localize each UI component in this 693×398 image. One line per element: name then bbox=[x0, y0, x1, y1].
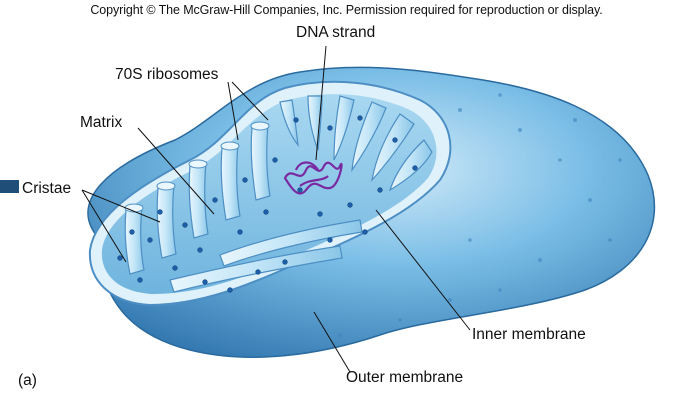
label-70s-ribosomes: 70S ribosomes bbox=[115, 66, 218, 84]
label-outer-membrane: Outer membrane bbox=[346, 369, 463, 387]
label-matrix: Matrix bbox=[80, 114, 122, 132]
label-dna-strand: DNA strand bbox=[296, 24, 375, 42]
label-inner-membrane: Inner membrane bbox=[472, 326, 586, 344]
label-cristae: Cristae bbox=[22, 180, 71, 198]
panel-label: (a) bbox=[18, 372, 37, 390]
